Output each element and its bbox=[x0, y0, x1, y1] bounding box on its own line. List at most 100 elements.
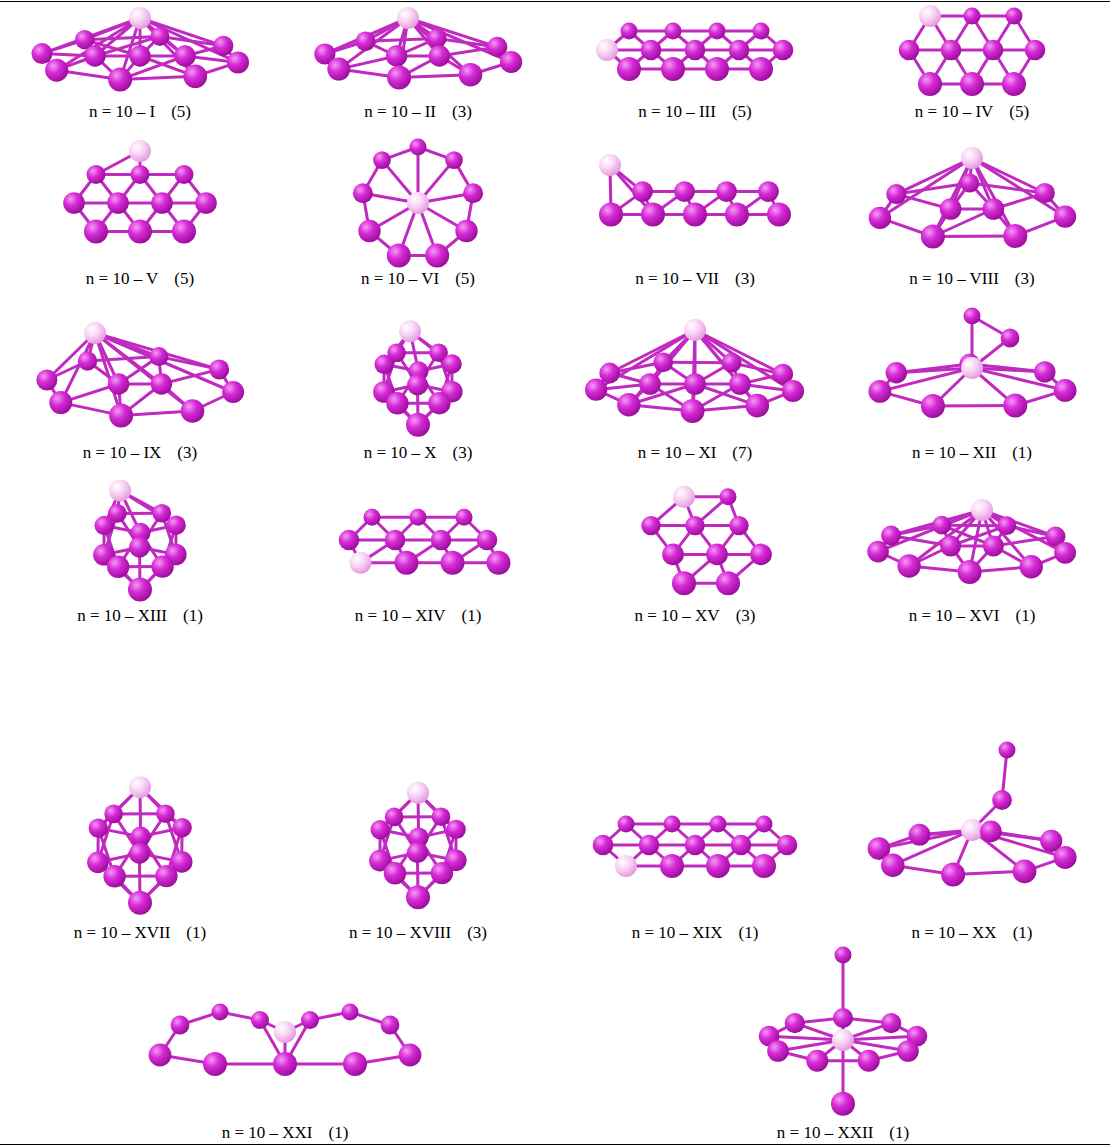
host-atom bbox=[84, 220, 108, 244]
host-atom bbox=[960, 72, 984, 96]
host-atom bbox=[151, 192, 173, 214]
host-atom bbox=[212, 1004, 229, 1021]
host-atom bbox=[632, 181, 653, 202]
host-atom bbox=[386, 45, 407, 66]
host-atom bbox=[964, 8, 981, 25]
isomer-count: (3) bbox=[467, 923, 487, 942]
host-atom bbox=[455, 220, 477, 242]
dopant-atom bbox=[832, 1029, 854, 1051]
host-atom bbox=[108, 373, 129, 394]
host-atom bbox=[881, 1013, 901, 1033]
host-atom bbox=[674, 181, 695, 202]
host-atom bbox=[195, 192, 217, 214]
dopant-atom bbox=[407, 192, 429, 214]
isomer-name: n = 10 – XIX bbox=[632, 923, 723, 942]
host-atom bbox=[387, 244, 411, 268]
host-atom bbox=[129, 45, 150, 66]
isomer-count: (1) bbox=[328, 1123, 348, 1142]
host-atom bbox=[89, 818, 108, 837]
bond-line bbox=[891, 510, 982, 536]
isomer-name: n = 10 – VII bbox=[635, 269, 719, 288]
structure-label: n = 10 – X(3) bbox=[364, 443, 473, 463]
host-atom bbox=[639, 835, 660, 856]
host-atom bbox=[641, 40, 662, 61]
host-atom bbox=[752, 854, 776, 878]
cluster-structure bbox=[599, 154, 791, 226]
host-atom bbox=[1025, 40, 1046, 61]
host-atom bbox=[886, 184, 906, 204]
host-atom bbox=[385, 530, 406, 551]
host-atom bbox=[618, 816, 635, 833]
host-atom bbox=[500, 51, 522, 73]
host-atom bbox=[387, 66, 411, 90]
host-atom bbox=[301, 1011, 319, 1029]
bond-line bbox=[95, 333, 219, 369]
isomer-count: (3) bbox=[453, 443, 473, 462]
cluster-structure bbox=[93, 480, 187, 602]
host-atom bbox=[149, 347, 168, 366]
host-atom bbox=[410, 139, 427, 156]
dopant-atom bbox=[399, 320, 421, 342]
host-atom bbox=[1019, 555, 1042, 578]
host-atom bbox=[84, 45, 105, 66]
structure-label: n = 10 – XVII (1) bbox=[74, 923, 206, 943]
isomer-name: n = 10 – XV bbox=[635, 606, 720, 625]
host-atom bbox=[129, 843, 150, 864]
isomer-name: n = 10 – I bbox=[89, 102, 155, 121]
isomer-count: (1) bbox=[186, 923, 206, 942]
host-atom bbox=[897, 1040, 919, 1062]
host-atom bbox=[1035, 183, 1055, 203]
cluster-structure bbox=[32, 7, 250, 92]
cluster-structure bbox=[149, 1004, 422, 1077]
host-atom bbox=[641, 202, 665, 226]
host-atom bbox=[209, 359, 229, 379]
host-atom bbox=[782, 380, 804, 402]
host-atom bbox=[621, 23, 638, 40]
host-atom bbox=[685, 516, 704, 535]
host-atom bbox=[373, 151, 391, 169]
isomer-count: (3) bbox=[735, 269, 755, 288]
host-atom bbox=[171, 1016, 190, 1035]
host-atom bbox=[103, 865, 125, 887]
host-atom bbox=[184, 65, 208, 89]
cluster-structure bbox=[641, 486, 772, 595]
host-atom bbox=[705, 57, 729, 81]
host-atom bbox=[155, 865, 177, 887]
isomer-count: (5) bbox=[455, 269, 475, 288]
host-atom bbox=[685, 835, 706, 856]
host-atom bbox=[358, 220, 380, 242]
host-atom bbox=[384, 862, 406, 884]
host-atom bbox=[641, 516, 660, 535]
dopant-atom bbox=[961, 819, 983, 841]
structure-label: n = 10 – XVI(1) bbox=[909, 606, 1036, 626]
structure-label: n = 10 – XXI(1) bbox=[222, 1123, 349, 1143]
host-atom bbox=[203, 1052, 227, 1076]
isomer-name: n = 10 – V bbox=[86, 269, 159, 288]
structure-label: n = 10 – III(5) bbox=[638, 102, 751, 122]
isomer-name: n = 10 – XII bbox=[912, 443, 996, 462]
host-atom bbox=[477, 530, 498, 551]
bond-line bbox=[933, 234, 1015, 238]
host-atom bbox=[767, 1040, 789, 1062]
host-atom bbox=[983, 198, 1005, 220]
host-atom bbox=[960, 173, 979, 192]
host-atom bbox=[343, 1052, 367, 1076]
cluster-structure bbox=[869, 308, 1077, 419]
dopant-atom bbox=[129, 140, 151, 162]
host-atom bbox=[999, 742, 1016, 759]
host-atom bbox=[777, 835, 798, 856]
host-atom bbox=[881, 854, 904, 877]
host-atom bbox=[87, 165, 106, 184]
host-atom bbox=[992, 790, 1012, 810]
host-atom bbox=[806, 1050, 828, 1072]
host-atom bbox=[831, 1092, 855, 1116]
host-atom bbox=[446, 820, 465, 839]
host-atom bbox=[835, 947, 852, 964]
isomer-name: n = 10 – XVII bbox=[74, 923, 170, 942]
host-atom bbox=[909, 824, 931, 846]
structure-label: n = 10 – XIV(1) bbox=[355, 606, 482, 626]
host-atom bbox=[683, 202, 707, 226]
host-atom bbox=[662, 544, 684, 566]
host-atom bbox=[150, 27, 169, 46]
